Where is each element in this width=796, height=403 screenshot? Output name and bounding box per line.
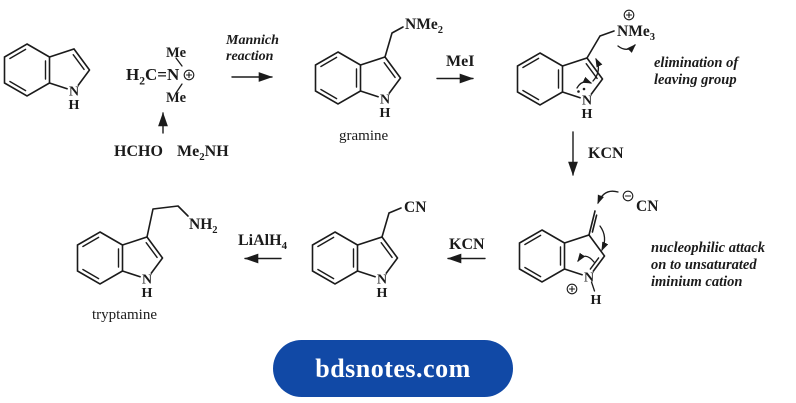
formaldehyde-label: HCHO <box>114 143 163 160</box>
nme2-label: NMe2 <box>405 16 443 37</box>
elimination-note: elimination of leaving group <box>654 55 739 88</box>
electron-push-arrow <box>576 76 593 89</box>
kcn-label-top: KCN <box>588 145 624 162</box>
tryptamine-structure: N H <box>76 205 189 301</box>
iminium-ion-structure <box>175 57 195 94</box>
iminium-formula-label: H2C=N <box>126 65 180 88</box>
nme3-label: NMe3 <box>617 23 655 44</box>
lone-pair-dot <box>582 87 586 91</box>
lialh4-label: LiAlH4 <box>238 232 287 253</box>
amine-label: NH2 <box>189 216 218 237</box>
electron-push-arrow <box>617 44 636 53</box>
dimethylamine-label: Me2NH <box>177 143 229 164</box>
electron-push-arrow <box>599 225 609 252</box>
svg-text:N: N <box>582 94 592 109</box>
tryptamine-name: tryptamine <box>92 307 157 323</box>
plus-charge-icon <box>623 9 635 21</box>
svg-text:H: H <box>582 107 593 122</box>
cyanide-label: CN <box>636 198 659 215</box>
electron-push-arrow <box>592 57 603 82</box>
gramine-methiodide-structure: N H <box>516 9 636 122</box>
svg-text:N: N <box>69 85 79 100</box>
gramine-name: gramine <box>339 128 389 144</box>
svg-text:H: H <box>142 286 153 301</box>
indole-structure: N H <box>3 43 91 113</box>
plus-charge-icon <box>183 69 195 81</box>
electron-push-arrow <box>577 252 595 263</box>
banner-text: bdsnotes.com <box>315 353 471 383</box>
methylene-indoleninium-structure: N H <box>518 190 634 308</box>
svg-text:N: N <box>584 271 594 286</box>
mei-label: MeI <box>446 53 475 70</box>
svg-text:H: H <box>591 293 602 308</box>
mannich-reaction-note: Mannich reaction <box>226 33 279 64</box>
methyl-label-top: Me <box>166 45 187 61</box>
minus-charge-icon <box>622 190 634 202</box>
nucleophilic-attack-note: nucleophilic attack on to unsaturated im… <box>651 240 765 290</box>
svg-text:H: H <box>69 98 80 113</box>
svg-text:N: N <box>377 273 387 288</box>
kcn-label-bottom: KCN <box>449 236 485 253</box>
plus-charge-icon <box>566 283 578 295</box>
electron-push-arrow <box>597 190 619 205</box>
gramine-structure: N H <box>314 26 404 121</box>
nitrile-label: CN <box>404 199 427 216</box>
svg-text:N: N <box>142 273 152 288</box>
bdsnotes-banner: bdsnotes.com <box>273 340 513 397</box>
svg-text:N: N <box>380 93 390 108</box>
svg-text:H: H <box>377 286 388 301</box>
methyl-label-bottom: Me <box>166 90 187 106</box>
indole-acetonitrile-structure: N H <box>311 207 402 301</box>
lone-pair-dot <box>577 90 580 93</box>
svg-text:H: H <box>380 106 391 121</box>
